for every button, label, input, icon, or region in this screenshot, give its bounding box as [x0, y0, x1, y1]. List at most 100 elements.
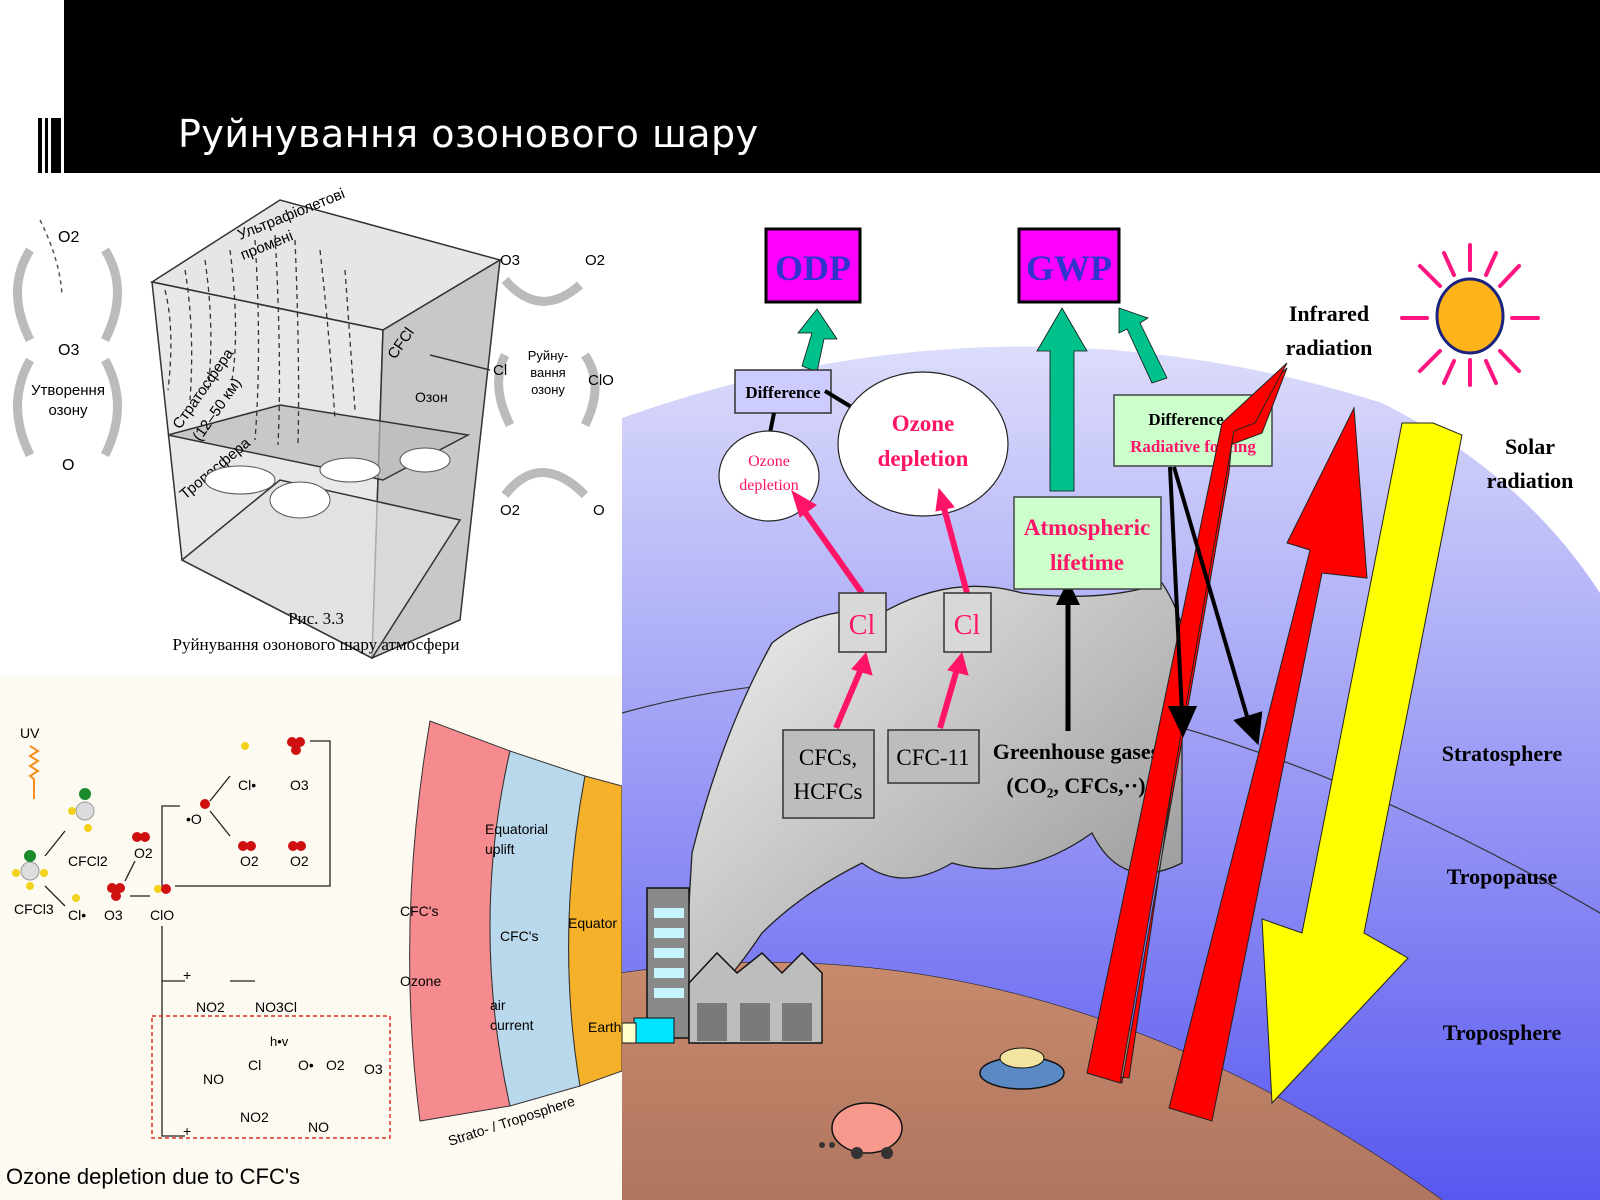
atmospheric-lifetime-box	[1013, 496, 1162, 590]
figure-caption-title: Руйнування озонового шару атмосфери	[173, 635, 460, 654]
cl-label-2: Cl	[954, 610, 981, 641]
ozone-layer-figure: O2 O3 O Утворення озону Ультрафіолетові …	[0, 180, 620, 675]
earth-label: Earth	[588, 1019, 621, 1035]
destruction-o-bottom-label: O	[593, 502, 605, 519]
cfc-ozone-depletion-figure: UV CFCl3 CFCl2 Cl• O3 O2 ClO •O Cl• O3 O…	[0, 676, 622, 1200]
red-car-icon	[819, 1102, 903, 1159]
pollution-cloud	[681, 582, 1190, 1025]
equator-label: Equator	[568, 915, 617, 931]
atmospheric-lifetime-line2: lifetime	[1050, 550, 1124, 575]
ozone-depletion-big-ellipse	[837, 371, 1009, 517]
header-decoration-stripe	[45, 118, 48, 173]
o2-label: O2	[134, 845, 153, 861]
globe-cfcs-strat-label: CFC's	[400, 903, 438, 919]
formation-o3-label: O3	[58, 342, 79, 359]
stratosphere-label: Stratosphere	[1442, 741, 1563, 766]
cl-label-1: Cl	[849, 610, 876, 641]
destruction-label-line2: вання	[530, 365, 565, 380]
cfcl2-molecule	[68, 788, 95, 832]
header-decoration-stripe	[51, 118, 61, 173]
cfc11-box	[887, 729, 980, 784]
uv-rays	[164, 234, 356, 446]
solar-label-line2: radiation	[1487, 468, 1574, 493]
cfcl-arrow	[429, 354, 491, 371]
no-label: NO	[203, 1071, 224, 1087]
ozone-destruction-cycle	[494, 276, 600, 499]
forcing-pointer-arrows	[1167, 466, 1263, 746]
gwp-label: GWP	[1026, 248, 1112, 288]
plus-sign: +	[183, 967, 191, 983]
no3cl-label: NO3Cl	[255, 999, 297, 1015]
cl-box-2	[943, 592, 992, 653]
tropopause-label: Tropopause	[1447, 864, 1558, 889]
troposphere-label: Troposphere	[1443, 1020, 1562, 1045]
ozone-depletion-small-line2: depletion	[739, 477, 799, 494]
cfcs-hcfcs-line1: CFCs,	[799, 745, 857, 770]
ozone-depletion-big-line2: depletion	[878, 446, 969, 471]
radiative-forcing-line1: Difference =	[1148, 410, 1237, 429]
ghg-arrowhead	[1056, 580, 1080, 605]
header-decoration-stripe	[38, 118, 42, 173]
infrared-arrow-2	[1168, 406, 1368, 1122]
cfc11-label: CFC-11	[896, 745, 969, 770]
cl-radical-label: Cl•	[68, 907, 86, 923]
molecule-o3-icons	[72, 737, 306, 902]
reaction-arrows	[44, 740, 331, 1137]
ghg-label-line1: Greenhouse gases	[993, 739, 1160, 764]
o-dot-label: O•	[298, 1057, 314, 1073]
blue-car-icon	[979, 1047, 1065, 1090]
uv-label: UV	[20, 725, 40, 741]
cfcl3-label: CFCl3	[14, 901, 54, 917]
gwp-box	[1017, 227, 1121, 304]
hv-label: h•v	[270, 1034, 289, 1049]
formation-label-line2: озону	[48, 402, 88, 419]
uv-wave-icon	[28, 745, 40, 799]
destruction-clo-label: ClO	[588, 372, 614, 389]
no2-label: NO2	[196, 999, 225, 1015]
figure-caption-number: Рис. 3.3	[288, 609, 344, 628]
gwp-forcing-arrow	[1118, 307, 1168, 384]
cfcl3-molecule	[12, 850, 48, 890]
no-nox-label: NO	[308, 1119, 329, 1135]
globe-section	[409, 720, 622, 1122]
infrared-arrow-1-body	[1086, 362, 1288, 1084]
factory-icon	[646, 887, 823, 1044]
o3-top-label: O3	[290, 777, 309, 793]
infrared-arrow-1	[1086, 367, 1288, 1084]
destruction-label-line3: озону	[531, 382, 565, 397]
difference-label: Difference	[745, 383, 821, 402]
truck-icon	[622, 1017, 675, 1044]
o-radical-label: •O	[186, 811, 202, 827]
destruction-o2-label: O2	[585, 252, 605, 269]
destruction-label-line1: Руйну-	[528, 348, 568, 363]
cfcs-hcfcs-box	[782, 729, 875, 819]
cl-radical-top-label: Cl•	[238, 777, 256, 793]
air-current-line2: current	[490, 1017, 534, 1033]
o2-nox-label: O2	[326, 1057, 345, 1073]
ozone-depletion-small-line1: Ozone	[748, 453, 790, 470]
cfc-figure-caption: Ozone depletion due to CFC's	[6, 1164, 300, 1189]
equatorial-uplift-line1: Equatorial	[485, 821, 548, 837]
chlorine-arrows	[791, 487, 970, 730]
odp-arrow	[797, 308, 838, 373]
destruction-cl-label: Cl	[493, 362, 507, 379]
nox-cycle-box	[151, 1015, 391, 1139]
atmosphere-box	[150, 199, 502, 660]
plus-sign-no: +	[183, 1123, 191, 1139]
o3-nox-label: O3	[364, 1061, 383, 1077]
ozone-label: Озон	[415, 389, 448, 405]
air-current-line1: air	[490, 997, 506, 1013]
odp-label: ODP	[775, 248, 851, 288]
equatorial-uplift-line2: uplift	[485, 841, 515, 857]
infrared-label-line1: Infrared	[1289, 301, 1369, 326]
sun-icon	[1400, 243, 1540, 387]
odp-box	[764, 227, 862, 304]
infrared-label-line2: radiation	[1286, 335, 1373, 360]
no2-nox-label: NO2	[240, 1109, 269, 1125]
destruction-o2-bottom-label: O2	[500, 502, 520, 519]
ozone-depletion-big-line1: Ozone	[892, 411, 955, 436]
cfcs-hcfcs-line2: HCFCs	[793, 779, 862, 804]
clo-label: ClO	[150, 907, 174, 923]
slide-title: Руйнування озонового шару	[178, 112, 759, 156]
formation-o-label: O	[62, 457, 74, 474]
